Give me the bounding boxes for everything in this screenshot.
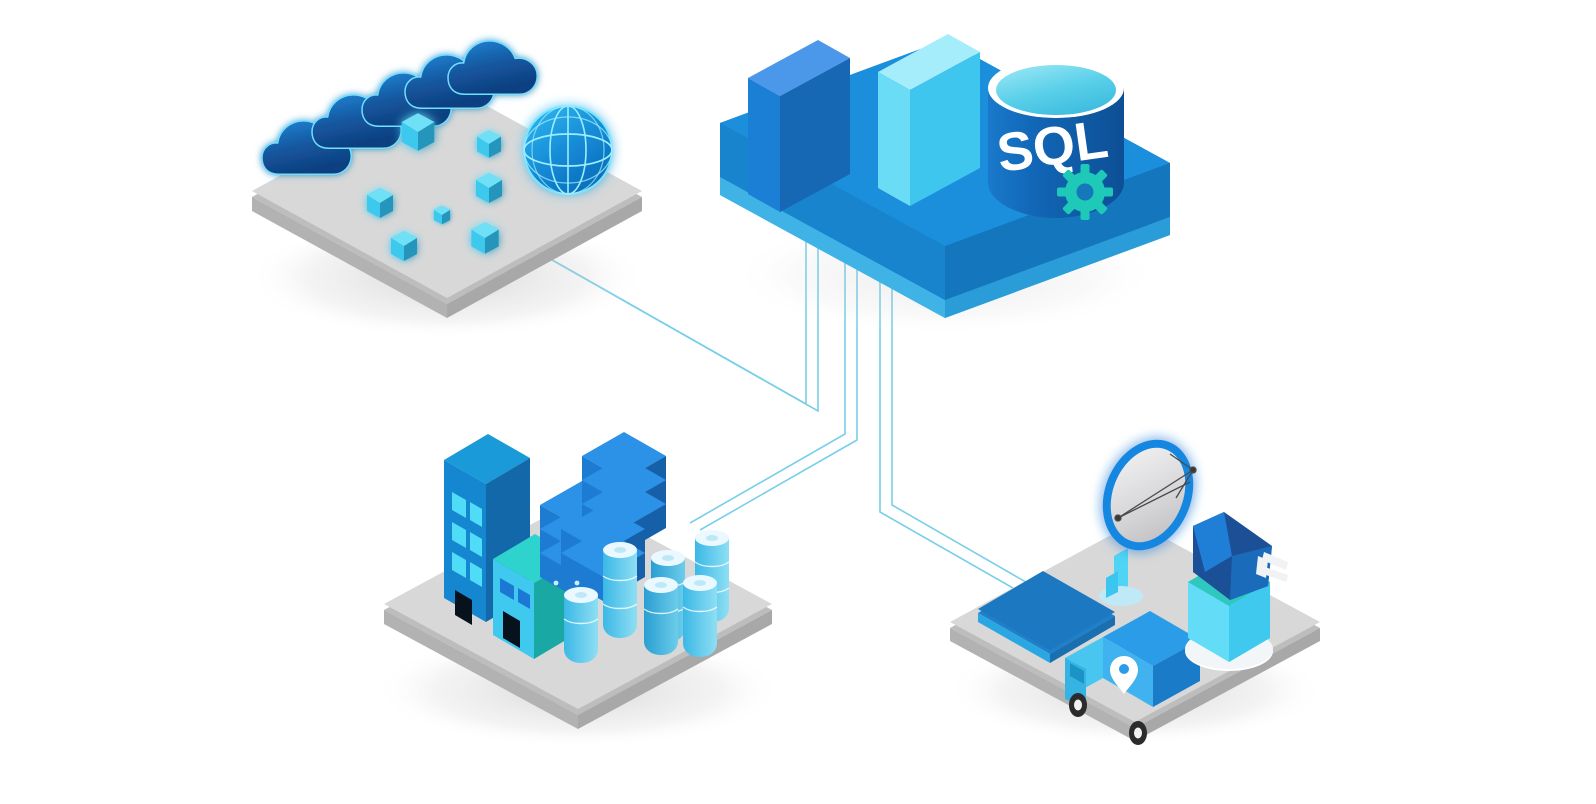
tower-door [455,590,472,625]
robot-gripper [1256,552,1288,582]
node-edge-tile[interactable] [945,426,1325,745]
node-cloud-tile[interactable] [247,40,647,339]
dish-feed-arms [1114,453,1197,522]
node-sql-platform[interactable]: SQL [720,34,1170,335]
hex-node-icon [401,113,435,151]
barrel [563,587,599,663]
hex-node-icon [476,173,502,203]
solar-panel [978,571,1115,663]
barrel-group [563,530,730,663]
barrel [643,577,679,655]
tower-windows [452,492,482,587]
gear-icon [1057,164,1113,220]
robot-arm [1185,512,1288,671]
cloud-icon [447,40,538,95]
branch-door [503,611,520,648]
branch-windows [500,578,530,609]
server-slab-primary [748,40,850,212]
hex-node-icon [433,205,451,225]
cloud-icon [261,120,352,175]
hex-node-group [367,113,502,261]
globe-icon [523,105,613,195]
satellite-dish-icon [1099,439,1197,606]
delivery-truck [1065,611,1200,745]
barrel [602,542,638,638]
node-datacenter-tile[interactable] [373,432,783,748]
cloud-icon [311,94,402,149]
hex-node-icon [367,188,393,218]
server-slab-replica [878,34,980,206]
hex-node-icon [477,130,501,158]
hex-node-icon [471,222,499,254]
cloud-group [261,40,538,175]
map-pin-icon [1110,656,1138,694]
barrel [682,575,718,657]
hex-node-icon [391,231,417,261]
truck-wheels [1069,693,1147,745]
